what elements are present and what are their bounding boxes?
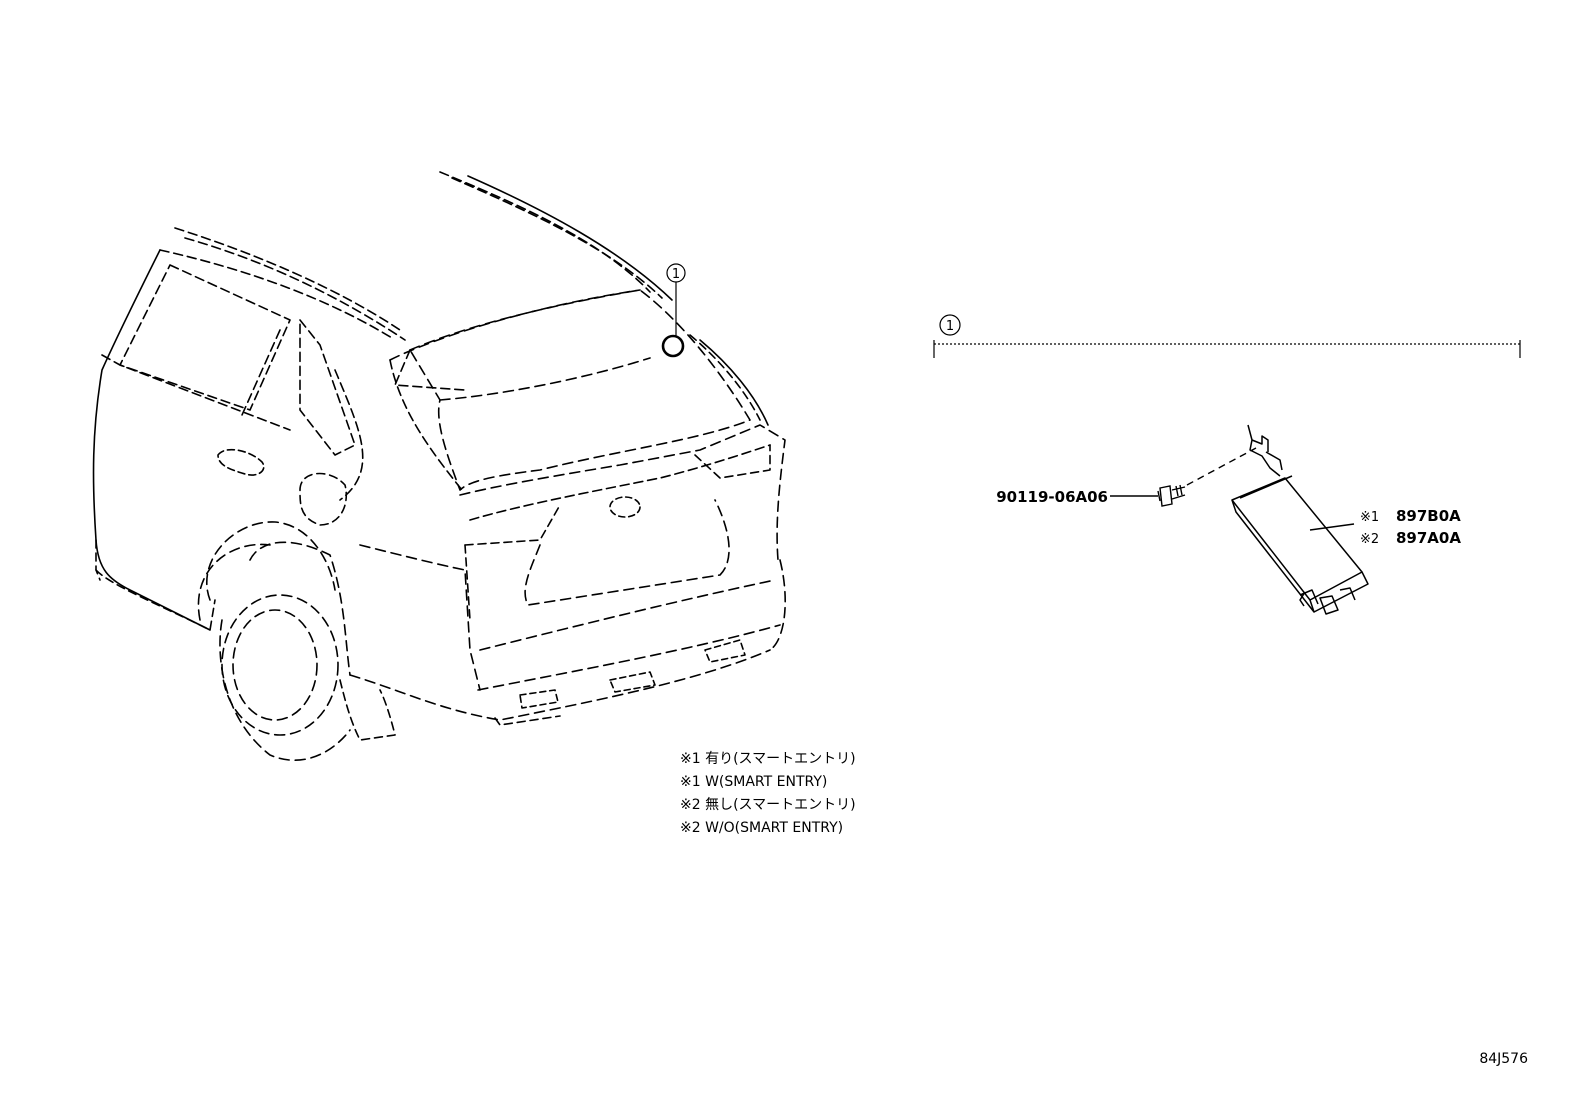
vehicle-illustration — [92, 171, 786, 761]
bolt-drawing — [1110, 447, 1257, 507]
note-2: ※1 W(SMART ENTRY) — [680, 774, 827, 790]
note-4: ※2 W/O(SMART ENTRY) — [680, 820, 843, 836]
note-3: ※2 無し(スマートエントリ) — [680, 797, 856, 813]
group-bracket — [933, 314, 1521, 358]
vehicle-callout — [666, 263, 686, 336]
group-callout-number: 1 — [946, 319, 954, 334]
illustration-code: 84J576 — [1479, 1051, 1528, 1067]
vehicle-callout-number: 1 — [672, 267, 680, 282]
module-row1-part-number: 897B0A — [1396, 507, 1461, 525]
note-1: ※1 有り(スマートエントリ) — [680, 751, 856, 767]
module-row2-marker: ※2 — [1360, 532, 1379, 547]
bolt-part-number: 90119-06A06 — [996, 488, 1108, 506]
module-row1-marker: ※1 — [1360, 510, 1379, 525]
control-module-drawing — [1231, 424, 1369, 615]
module-row2-part-number: 897A0A — [1396, 529, 1461, 547]
